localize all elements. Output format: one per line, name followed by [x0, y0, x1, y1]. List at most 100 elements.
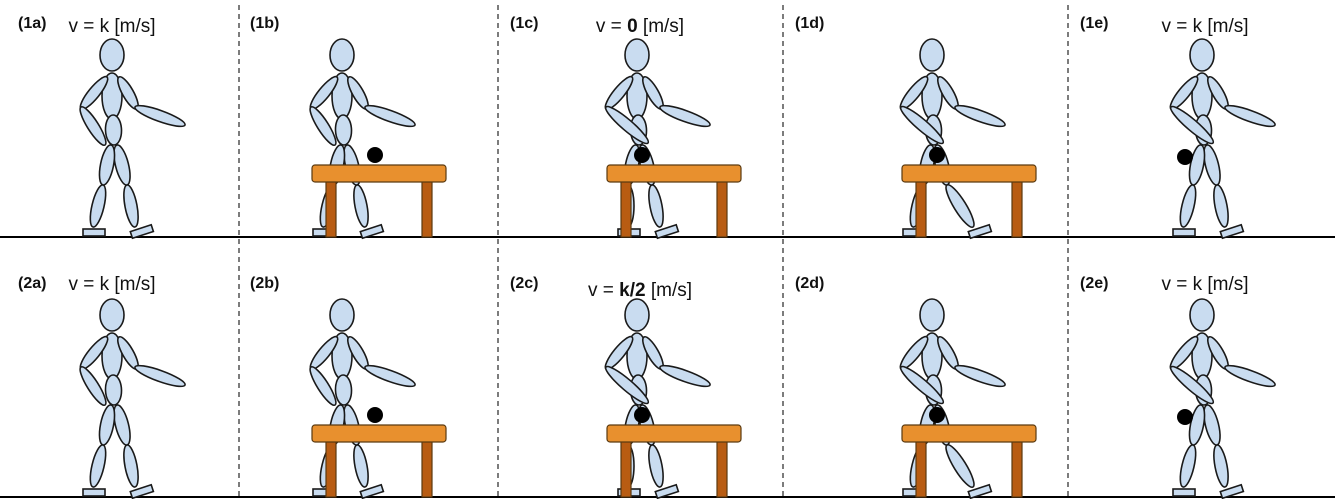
caption-segment: v = k [m/s]	[68, 16, 155, 37]
forearm-front	[134, 104, 186, 128]
panel-2d: (2d)	[795, 275, 1037, 499]
velocity-caption: v = k [m/s]	[1161, 16, 1248, 37]
head	[99, 298, 125, 332]
caption-segment: v = k [m/s]	[1161, 274, 1248, 295]
table-top	[311, 424, 447, 443]
panel-2b: (2b)	[250, 275, 447, 499]
table-top	[311, 164, 447, 183]
foot-front	[654, 483, 680, 499]
panel-label: (2c)	[510, 275, 538, 292]
panel-label: (2b)	[250, 275, 279, 292]
ball	[929, 147, 945, 163]
foot-back	[82, 228, 106, 237]
caption-segment: v = k [m/s]	[68, 274, 155, 295]
head	[329, 38, 355, 72]
forearm-back	[79, 365, 107, 407]
ball	[1177, 409, 1193, 425]
ball	[367, 407, 383, 423]
ball	[634, 407, 650, 423]
panel-2e: (2e)v = k [m/s]	[1080, 274, 1276, 499]
head	[1189, 298, 1215, 332]
pelvis	[334, 114, 353, 146]
head	[329, 298, 355, 332]
shin-front	[945, 443, 975, 489]
panel-1e: (1e)v = k [m/s]	[1080, 15, 1276, 240]
caption-segment: k/2	[619, 280, 645, 301]
panels: (1a) v = k [m/s] (1b) (1c) v = 0 [m/s] (1d) (1…	[18, 15, 1276, 499]
foot-front	[359, 483, 385, 499]
forearm-front	[659, 364, 711, 388]
panel-label: (2d)	[795, 275, 824, 292]
table-top	[901, 424, 1037, 443]
table-leg-left	[325, 440, 337, 498]
forearm-back	[899, 105, 945, 145]
velocity-caption: v = k/2 [m/s]	[588, 280, 692, 301]
forearm-back	[604, 105, 650, 145]
foot-back	[1172, 228, 1196, 237]
table-leg-right	[421, 440, 433, 498]
panel-1b: (1b)	[250, 15, 447, 240]
forearm-back	[899, 365, 945, 405]
foot-back	[82, 488, 106, 497]
table-top	[606, 164, 742, 183]
table-leg-left	[325, 180, 337, 238]
forearm-back	[309, 105, 337, 147]
velocity-caption: v = 0 [m/s]	[596, 16, 684, 37]
foot-front	[654, 223, 680, 240]
table-leg-left	[915, 180, 927, 238]
forearm-front	[1224, 104, 1276, 128]
shin-front	[648, 184, 664, 228]
pelvis	[104, 374, 123, 406]
shin-back	[1179, 444, 1197, 488]
head	[99, 38, 125, 72]
caption-segment: v =	[588, 280, 619, 301]
thigh-back	[98, 404, 116, 446]
forearm-back	[1169, 365, 1215, 405]
thigh-back	[98, 144, 116, 186]
table-leg-right	[716, 440, 728, 498]
forearm-front	[659, 104, 711, 128]
head	[919, 38, 945, 72]
shin-front	[123, 444, 139, 488]
table-leg-left	[915, 440, 927, 498]
caption-segment: 0	[627, 16, 638, 37]
pelvis	[334, 374, 353, 406]
forearm-front	[134, 364, 186, 388]
shin-front	[353, 184, 369, 228]
panel-label: (1a)	[18, 15, 46, 32]
forearm-front	[954, 104, 1006, 128]
velocity-caption: v = k [m/s]	[68, 16, 155, 37]
table-leg-right	[1011, 180, 1023, 238]
thigh-back	[1188, 404, 1206, 446]
head	[919, 298, 945, 332]
foot-front	[1219, 223, 1245, 240]
panel-1a: (1a) v = k [m/s]	[18, 15, 186, 240]
panel-label: (1b)	[250, 15, 279, 32]
forearm-front	[364, 364, 416, 388]
table-leg-left	[620, 440, 632, 498]
shin-back	[89, 444, 107, 488]
head	[1189, 38, 1215, 72]
panel-label: (2a)	[18, 275, 46, 292]
thigh-back	[1188, 144, 1206, 186]
table-top	[606, 424, 742, 443]
forearm-front	[1224, 364, 1276, 388]
foot-back	[1172, 488, 1196, 497]
forearm-front	[364, 104, 416, 128]
caption-segment: [m/s]	[638, 16, 684, 37]
panel-label: (1c)	[510, 15, 538, 32]
foot-front	[1219, 483, 1245, 499]
shin-back	[1179, 184, 1197, 228]
forearm-back	[1169, 105, 1215, 145]
panel-2a: (2a) v = k [m/s]	[18, 274, 186, 499]
forearm-back	[604, 365, 650, 405]
foot-front	[967, 483, 993, 499]
panel-label: (1d)	[795, 15, 824, 32]
foot-front	[129, 223, 155, 240]
table-top	[901, 164, 1037, 183]
velocity-caption: v = k [m/s]	[68, 274, 155, 295]
shin-front	[1213, 444, 1229, 488]
forearm-back	[79, 105, 107, 147]
foot-front	[129, 483, 155, 499]
